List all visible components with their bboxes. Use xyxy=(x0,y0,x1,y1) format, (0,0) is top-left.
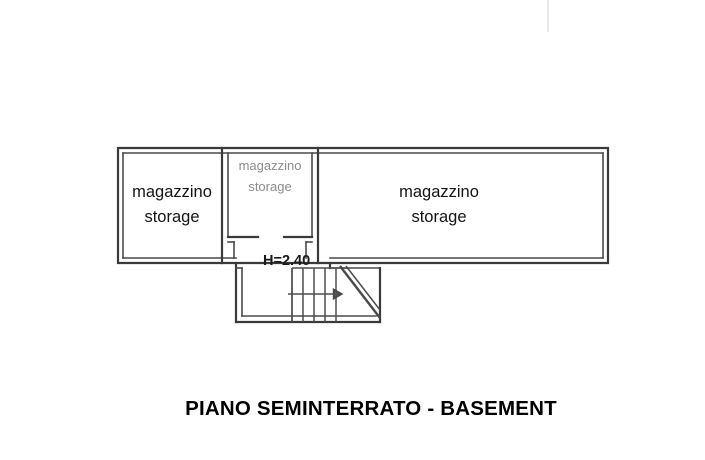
middle-storage-label-it: magazzino xyxy=(239,158,302,173)
ceiling-height-annotation: H=2.40 xyxy=(263,253,310,269)
left-storage-label-en: storage xyxy=(144,208,199,226)
partition-left-middle xyxy=(220,146,260,265)
right-storage-label-group: magazzino storage xyxy=(399,183,479,226)
stair-enclosure xyxy=(234,261,382,324)
left-storage-label-group: magazzino storage xyxy=(132,183,212,226)
stair-treads xyxy=(288,265,381,322)
left-storage-label-it: magazzino xyxy=(132,183,212,201)
right-storage-label-en: storage xyxy=(411,208,466,226)
middle-storage-label-group: magazzino storage xyxy=(239,158,302,194)
middle-storage-label-en: storage xyxy=(248,179,291,194)
partition-middle-right xyxy=(282,146,320,265)
plan-title: PIANO SEMINTERRATO - BASEMENT xyxy=(185,397,557,420)
right-storage-label-it: magazzino xyxy=(399,183,479,201)
building-outline xyxy=(116,146,610,265)
